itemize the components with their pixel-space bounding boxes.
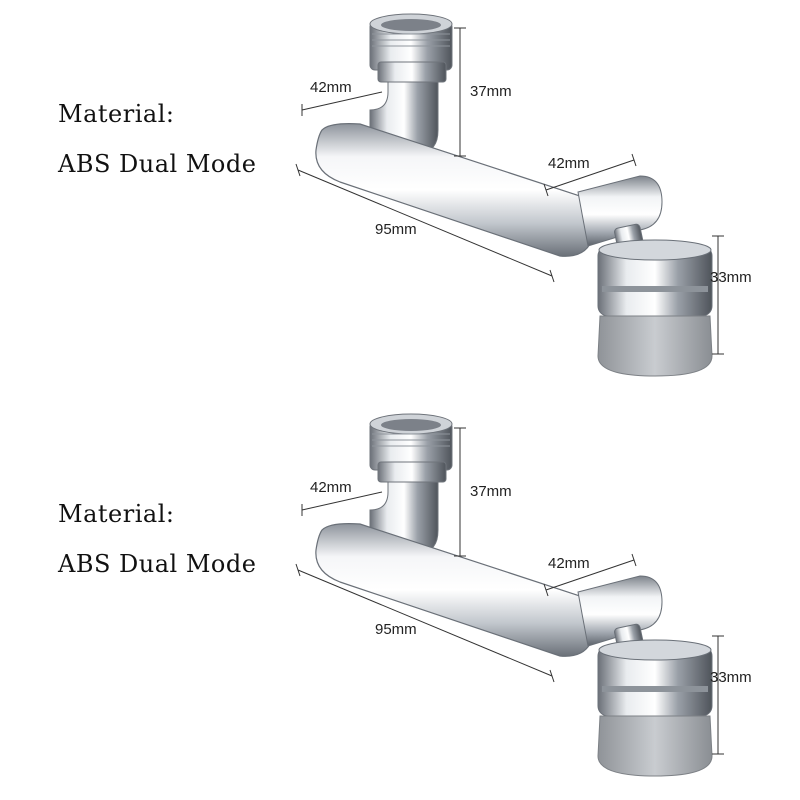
dim-aerator-height: 33mm xyxy=(710,669,752,686)
material-value: ABS Dual Mode xyxy=(58,550,257,578)
faucet-diagram: 42mm 37mm 42mm 95mm 33mm xyxy=(295,413,752,777)
product-panel-bottom: Material: ABS Dual Mode 42mm 37mm 42mm 9… xyxy=(0,400,800,800)
dim-aerator-height: 33mm xyxy=(710,269,752,286)
dim-arm-top: 42mm xyxy=(548,555,590,572)
dim-inlet-width: 42mm xyxy=(310,479,352,496)
material-label: Material: xyxy=(58,100,175,128)
material-value: ABS Dual Mode xyxy=(58,150,257,178)
dim-arm-length: 95mm xyxy=(375,221,417,238)
dim-inlet-height: 37mm xyxy=(470,483,512,500)
faucet-diagram: 42mm 37mm 42mm 95mm 33mm xyxy=(295,13,752,377)
dim-arm-length: 95mm xyxy=(375,621,417,638)
dim-arm-top: 42mm xyxy=(548,155,590,172)
dim-inlet-width: 42mm xyxy=(310,79,352,96)
dim-inlet-height: 37mm xyxy=(470,83,512,100)
material-label: Material: xyxy=(58,500,175,528)
product-panel-top: Material: ABS Dual Mode 42mm 37mm 42mm 9… xyxy=(58,13,752,377)
